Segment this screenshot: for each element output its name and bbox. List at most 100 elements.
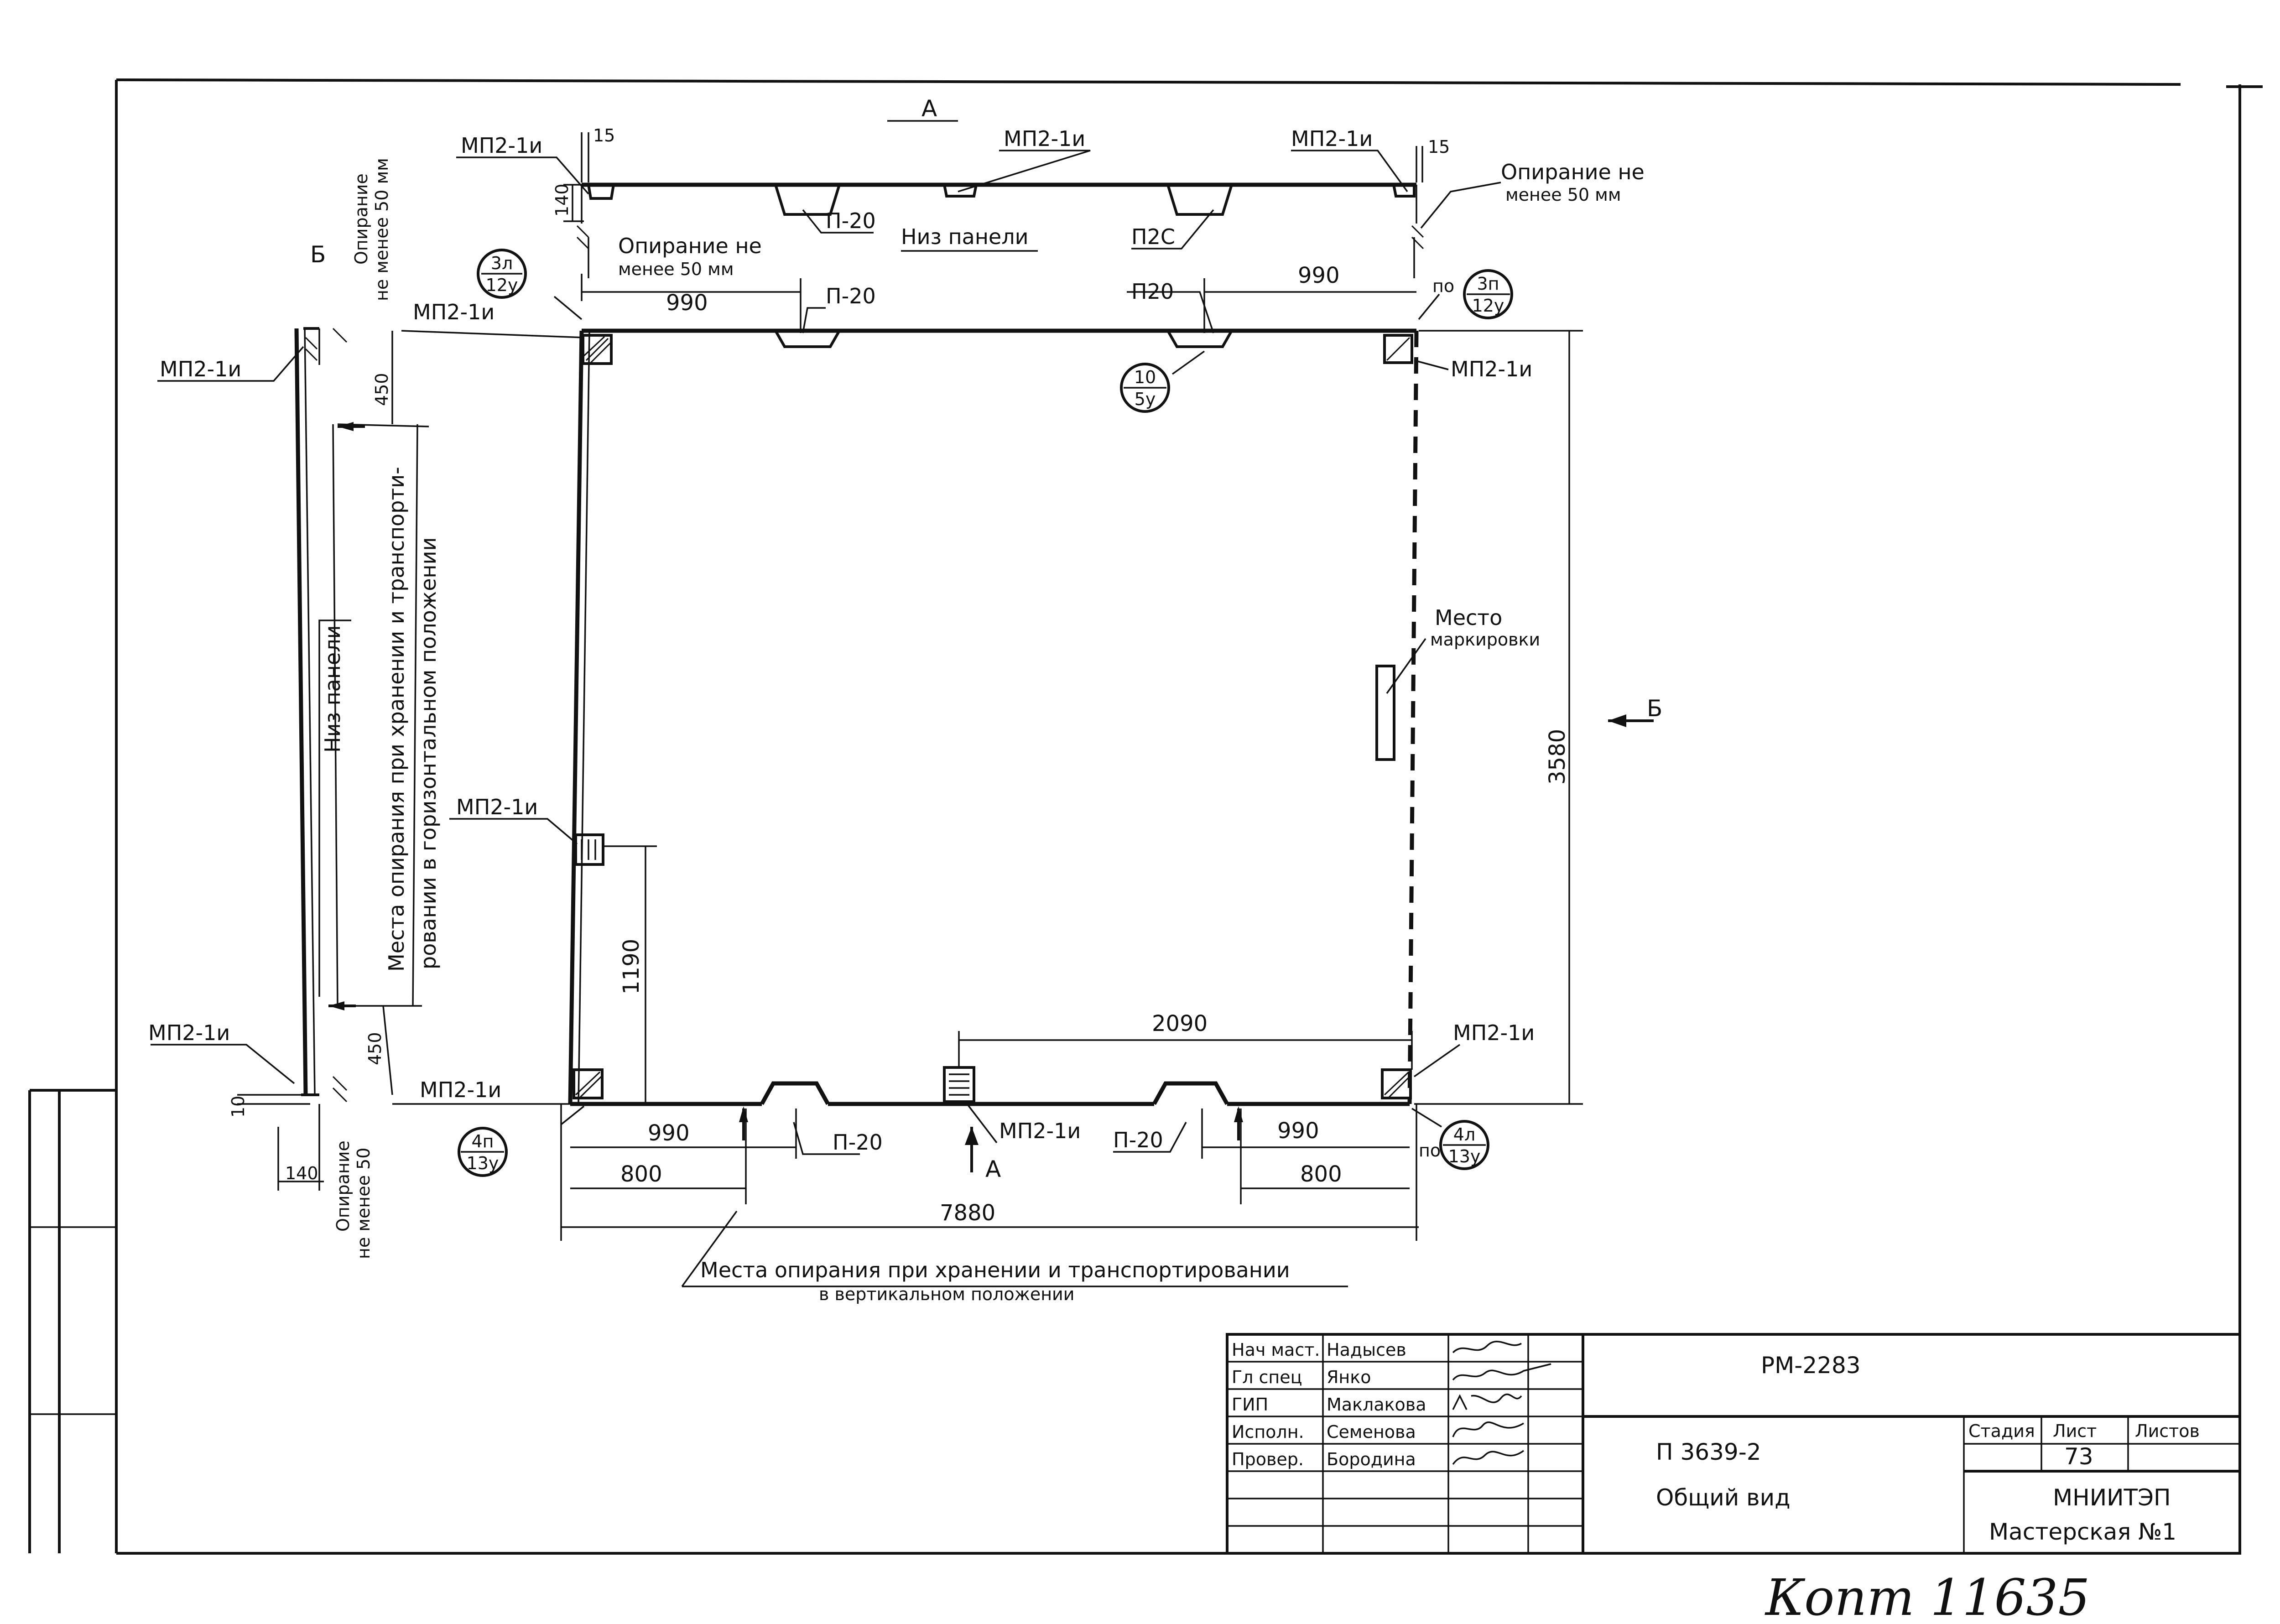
dim-450-top: 450	[372, 373, 392, 406]
callout-3p-bottom: 12у	[1472, 296, 1504, 316]
callout-4l: 4л 13у	[1439, 1120, 1489, 1170]
panel-front-view	[568, 328, 1419, 1106]
label-mp-mid-left: МП2-1и	[456, 795, 538, 819]
handwritten-note: Копт 11635	[1765, 1568, 2090, 1624]
support-side-top-2: не менее 50 мм	[372, 158, 392, 301]
dim-140-top: 140	[552, 183, 572, 217]
dimension-texts: 15 15 140 990 990 450 450 3580 1190 2090…	[228, 125, 1570, 1226]
callout-4p-bottom: 13у	[467, 1153, 499, 1173]
tb-sheet-label: Лист	[2053, 1421, 2097, 1441]
dim-3580: 3580	[1545, 729, 1570, 785]
tb-role-4: Исполн.	[1232, 1422, 1304, 1442]
panel-top-view	[576, 182, 1424, 278]
label-p20-top-left: П-20	[826, 208, 876, 233]
panel-side-view	[294, 327, 348, 1103]
label-p20-bottom-left: П-20	[833, 1130, 883, 1155]
tb-org-1: МНИИТЭП	[2053, 1484, 2171, 1511]
tb-role-3: ГИП	[1232, 1395, 1268, 1415]
horiz-support-2: ровании в горизонтальном положении	[416, 537, 441, 969]
label-no-right-top: по	[1432, 276, 1454, 296]
tb-role-1: Нач маст.	[1232, 1340, 1320, 1360]
callout-3p: 3п 12у	[1463, 269, 1513, 319]
dim-990-top-right: 990	[1298, 263, 1340, 288]
signature-5	[1452, 1450, 1525, 1465]
tb-sheet-number: 73	[2064, 1443, 2093, 1470]
tb-sheets-label: Листов	[2135, 1421, 2200, 1441]
label-mp-bottom-mid: МП2-1и	[999, 1119, 1081, 1143]
drawing-labels: А А Б Б МП2-1и МП2-1и МП2-1и МП2-1и МП2-…	[148, 95, 1662, 1304]
tb-name-3: Маклакова	[1327, 1395, 1426, 1415]
tb-role-2: Гл спец	[1232, 1367, 1302, 1387]
dim-15-left: 15	[593, 125, 615, 146]
tb-org-2: Мастерская №1	[1989, 1519, 2176, 1545]
label-mp-top-mid: МП2-1и	[1004, 126, 1085, 151]
dim-1190: 1190	[619, 939, 644, 994]
tb-name-4: Семенова	[1327, 1422, 1416, 1442]
callout-10: 10 5у	[1120, 363, 1170, 413]
view-arrows	[328, 422, 1654, 1172]
label-mp-top-right: МП2-1и	[1291, 126, 1373, 151]
dimension-lines	[237, 132, 1583, 1241]
label-p20-upper-right: П20	[1131, 279, 1174, 304]
label-p20-upper-left: П-20	[826, 284, 876, 308]
support-top-right-1: Опирание не	[1501, 160, 1645, 184]
signature-4	[1452, 1421, 1524, 1437]
label-mp-side-top: МП2-1и	[160, 357, 241, 381]
dim-800-left: 800	[620, 1161, 662, 1187]
support-top-left-1: Опирание не	[618, 234, 762, 258]
label-mp-top-left: МП2-1и	[461, 133, 542, 158]
marking-2: маркировки	[1430, 630, 1540, 650]
tb-role-5: Провер.	[1232, 1449, 1304, 1469]
view-a-arrow-label: А	[985, 1156, 1001, 1182]
label-mp-side-bottom: МП2-1и	[148, 1020, 230, 1045]
dim-10: 10	[228, 1096, 248, 1118]
support-top-left-2: менее 50 мм	[618, 259, 734, 279]
horiz-support-1: Места опирания при хранении и транспорти…	[384, 467, 409, 972]
niz-paneli-side: Низ панели	[320, 625, 345, 753]
callout-3l-bottom: 12у	[486, 275, 518, 295]
support-top-right-2: менее 50 мм	[1505, 185, 1621, 205]
dim-800-right: 800	[1300, 1161, 1342, 1187]
label-p20-bottom-right: П-20	[1113, 1128, 1163, 1152]
callout-3p-top: 3п	[1477, 274, 1499, 294]
label-mp-left-lower: МП2-1и	[420, 1077, 501, 1102]
callout-3l-top: 3л	[491, 253, 513, 273]
tb-project-code: П 3639-2	[1656, 1439, 1761, 1465]
dim-2090: 2090	[1152, 1011, 1208, 1036]
callout-4l-top: 4л	[1453, 1124, 1475, 1145]
tb-name-5: Бородина	[1327, 1449, 1416, 1469]
view-b-left-label: Б	[310, 241, 326, 268]
tb-name-2: Янко	[1327, 1367, 1371, 1387]
signature-3	[1452, 1393, 1522, 1410]
dim-7880: 7880	[940, 1200, 995, 1226]
label-no-right-bottom: по	[1419, 1140, 1441, 1161]
support-side-bottom-2: не менее 50	[354, 1148, 374, 1259]
dim-990-bot-left: 990	[648, 1120, 690, 1146]
tb-doc-code: РМ-2283	[1761, 1352, 1861, 1379]
label-p2c-top-right: П2С	[1131, 224, 1175, 249]
tb-stage-label: Стадия	[1968, 1421, 2035, 1441]
view-a-top-label: А	[921, 95, 937, 122]
callout-4p: 4п 13у	[458, 1127, 508, 1177]
dim-140-side: 140	[285, 1163, 318, 1183]
signature-1	[1452, 1340, 1522, 1353]
leader-lines	[151, 120, 1501, 1287]
view-b-arrow-label: Б	[1647, 695, 1662, 722]
title-block: Нач маст. Гл спец ГИП Исполн. Провер. На…	[1226, 1333, 2241, 1555]
callout-10-bottom: 5у	[1135, 389, 1156, 409]
vert-support-2: в вертикальном положении	[819, 1284, 1074, 1304]
tb-name-1: Надысев	[1327, 1340, 1406, 1360]
dim-990-top-left: 990	[666, 290, 708, 316]
label-niz-paneli-top: Низ панели	[901, 224, 1029, 249]
support-side-top-1: Опирание	[351, 173, 371, 265]
signature-2	[1452, 1363, 1551, 1381]
tb-sheet-title: Общий вид	[1656, 1484, 1791, 1511]
support-side-bottom-1: Опирание	[333, 1140, 353, 1232]
vert-support-1: Места опирания при хранении и транспорти…	[700, 1258, 1290, 1282]
drawing-frame	[28, 78, 2263, 1555]
marking-1: Место	[1435, 605, 1502, 630]
dim-15-right: 15	[1428, 137, 1450, 157]
callout-4p-top: 4п	[471, 1131, 494, 1151]
label-mp-left-upper: МП2-1и	[413, 300, 495, 324]
